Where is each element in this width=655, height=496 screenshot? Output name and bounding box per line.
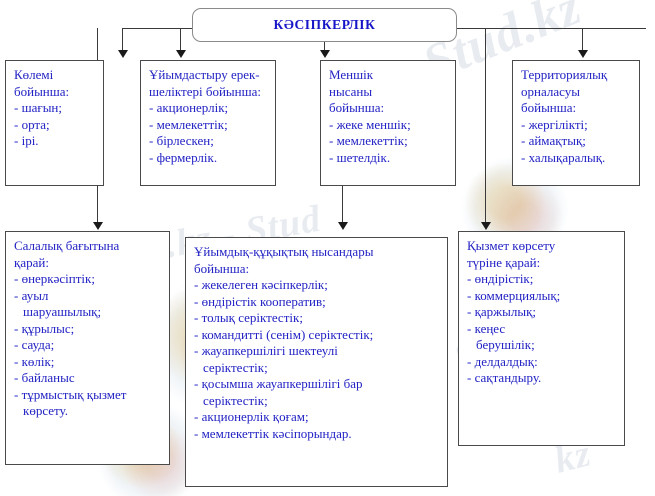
list-item: - құрылыс; — [14, 320, 75, 336]
node-menshik-nysany[interactable]: Меншік нысаны бойынша: - жеке меншік; - … — [320, 60, 456, 186]
list-item: - сауда; — [14, 337, 55, 352]
connector-bus-to-kyzmet — [485, 28, 486, 228]
node-territorialyk-ornalasuy[interactable]: Территориялық орналасуы бойынша: - жергі… — [512, 60, 640, 186]
node-heading: Қызмет көрсету түріне қарай: — [467, 238, 556, 270]
list-item: - жекелеген кәсіпкерлік; — [194, 277, 328, 292]
list-item: - жеке меншік; — [329, 116, 411, 132]
arrow-to-uyymdyk — [338, 222, 348, 230]
list-item: - көлік; — [14, 353, 55, 369]
node-heading: Ұйымдастыру ерек- шеліктері бойынша: — [149, 67, 261, 99]
list-item: - кеңес берушілік; — [467, 320, 535, 353]
node-item-list: - акционерлік; - мемлекеттік; - бірлеске… — [149, 100, 268, 166]
arrow-to-territorialyk — [578, 50, 588, 58]
root-node-label: КӘСІПКЕРЛІК — [273, 17, 376, 32]
list-item: - тұрмыстық қызмет көрсету. — [14, 386, 127, 419]
list-item: - өнеркәсіптік; — [14, 271, 95, 286]
node-heading: Көлемі бойынша: — [14, 67, 70, 99]
node-heading: Салалық бағытына қарай: — [14, 238, 120, 270]
list-item: - шетелдік. — [329, 149, 391, 165]
root-node-kasipkerlik[interactable]: КӘСІПКЕРЛІК — [192, 8, 457, 42]
list-item: - акционерлік; — [149, 100, 229, 115]
list-item: - өндірістік кооператив; — [194, 293, 326, 309]
list-item: - мемлекеттік; — [329, 133, 408, 148]
node-kolemi-boyynsha[interactable]: Көлемі бойынша: - шағын; - орта; - ірі. — [5, 60, 104, 186]
list-item: - ірі. — [14, 133, 39, 148]
list-item: - акционерлік қоғам; — [194, 409, 309, 424]
node-item-list: - жергілікті; - аймақтық; - халықаралық. — [521, 117, 632, 167]
node-uyymdyk-kukyktyk-nysandary[interactable]: Ұйымдық-құқықтық нысандары бойынша: - же… — [185, 237, 448, 487]
list-item: - қосымша жауапкершілігі бар серіктестік… — [194, 376, 363, 408]
list-item: - байланыс — [14, 370, 75, 385]
arrow-to-salalyk — [93, 222, 103, 230]
list-item: - қаржылық; — [467, 304, 537, 319]
node-item-list: - жеке меншік; - мемлекеттік; - шетелдік… — [329, 117, 448, 167]
arrow-to-kolemi — [118, 50, 128, 58]
connector-menshik-to-uyymdyk — [342, 186, 343, 228]
list-item: - ауыл шаруашылық; — [14, 287, 102, 320]
node-item-list: - шағын; - орта; - ірі. — [14, 100, 96, 150]
list-item: - фермерлік. — [149, 149, 218, 165]
node-kyzmet-korsetu-turine-karay[interactable]: Қызмет көрсету түріне қарай: - өндірісті… — [458, 231, 625, 446]
list-item: - коммерциялық; — [467, 287, 561, 303]
node-heading: Территориялық орналасуы бойынша: — [521, 67, 608, 115]
connector-root-to-uyymdastyru — [180, 28, 181, 54]
list-item: - мемлекеттік кәсіпорындар. — [194, 425, 352, 441]
node-heading: Ұйымдық-құқықтық нысандары бойынша: — [194, 244, 374, 276]
node-salalyk-bagytyna-karay[interactable]: Салалық бағытына қарай: - өнеркәсіптік; … — [5, 231, 170, 465]
list-item: - командитті (сенім) серіктестік; — [194, 326, 374, 342]
node-item-list: - өнеркәсіптік; - ауыл шаруашылық; - құр… — [14, 271, 162, 420]
list-item: - толық серіктестік; — [194, 310, 303, 325]
list-item: - аймақтық; — [521, 133, 586, 148]
node-item-list: - жекелеген кәсіпкерлік; - өндірістік ко… — [194, 277, 440, 442]
list-item: - жауапкершілігі шектеулі серіктестік; — [194, 343, 338, 375]
arrow-to-menshik — [320, 50, 330, 58]
node-heading: Меншік нысаны бойынша: — [329, 67, 385, 115]
arrow-to-uyymdastyru — [176, 50, 186, 58]
node-uyymdastyru-erekshelikteri[interactable]: Ұйымдастыру ерек- шеліктері бойынша: - а… — [140, 60, 276, 186]
list-item: - жергілікті; — [521, 116, 588, 132]
list-item: - делдалдық: — [467, 353, 538, 369]
list-item: - шағын; — [14, 100, 62, 115]
list-item: - мемлекеттік; — [149, 116, 228, 132]
list-item: - өндірістік; — [467, 271, 534, 286]
connector-root-to-kolemi — [122, 28, 123, 54]
list-item: - бірлескен; — [149, 133, 214, 148]
arrow-to-kyzmet — [481, 222, 491, 230]
list-item: - халықаралық. — [521, 149, 606, 165]
list-item: - орта; — [14, 116, 50, 132]
node-item-list: - өндірістік; - коммерциялық; - қаржылық… — [467, 271, 617, 387]
list-item: - сақтандыру. — [467, 370, 542, 385]
connector-root-to-territorialyk — [582, 28, 583, 54]
